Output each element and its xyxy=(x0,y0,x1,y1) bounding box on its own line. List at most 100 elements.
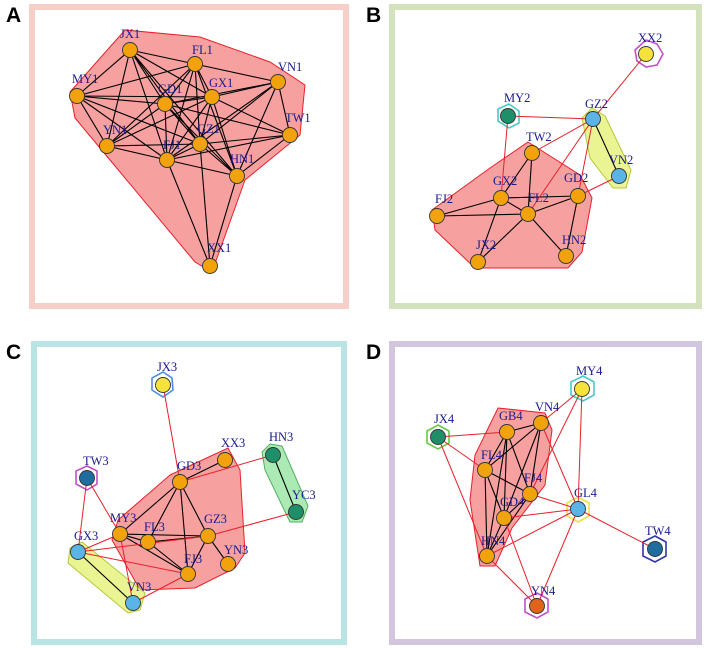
node-jx4[interactable]: JX4 xyxy=(430,412,455,445)
node-gd4[interactable]: GD4 xyxy=(496,495,526,526)
node-gd1[interactable]: GD1 xyxy=(157,82,183,112)
cluster-hull-a xyxy=(69,29,306,273)
node-circle xyxy=(270,74,286,90)
node-label: GD2 xyxy=(564,171,588,185)
node-my4[interactable]: MY4 xyxy=(574,364,604,397)
node-jx1[interactable]: JX1 xyxy=(120,27,140,58)
node-gx3[interactable]: GX3 xyxy=(70,529,99,560)
node-gd3[interactable]: GD3 xyxy=(172,459,202,490)
node-label: VN4 xyxy=(535,400,560,414)
node-yn1[interactable]: YN1 xyxy=(99,123,128,154)
node-xx3[interactable]: XX3 xyxy=(217,436,246,468)
cluster-hull-d-yn xyxy=(524,592,549,619)
edge-GD3-FL3 xyxy=(147,481,181,543)
node-circle xyxy=(647,541,663,557)
panel-frame-d xyxy=(389,341,702,645)
edge-MY3-GZ3 xyxy=(119,533,209,537)
node-hn4[interactable]: HN4 xyxy=(479,534,507,564)
edge-MY1-GD1 xyxy=(76,95,166,105)
node-label: TW3 xyxy=(83,454,109,468)
node-gz1[interactable]: GZ1 xyxy=(192,122,220,152)
node-label: TW2 xyxy=(526,130,552,144)
edge-GL4-HN4 xyxy=(486,508,579,557)
cluster-hull-d-tw xyxy=(642,535,667,563)
node-tw4[interactable]: TW4 xyxy=(645,524,671,557)
node-fl2[interactable]: FL2 xyxy=(520,191,549,222)
node-my1[interactable]: MY1 xyxy=(69,72,99,104)
node-yn3[interactable]: YN3 xyxy=(220,543,249,572)
edge-FJ1-XX1 xyxy=(166,159,211,267)
node-circle xyxy=(493,190,509,206)
node-label: JX4 xyxy=(434,412,455,426)
edge-VN1-FJ1 xyxy=(166,81,279,161)
node-circle xyxy=(187,56,203,72)
node-vn3[interactable]: VN3 xyxy=(125,580,152,611)
node-circle xyxy=(611,168,627,184)
edge-GZ1-XX1 xyxy=(199,143,211,267)
node-tw3[interactable]: TW3 xyxy=(79,454,109,486)
edge-FL2-HN2 xyxy=(527,213,567,257)
node-tw2[interactable]: TW2 xyxy=(524,130,552,161)
node-hn3[interactable]: HN3 xyxy=(265,430,294,463)
node-gz2[interactable]: GZ2 xyxy=(585,97,608,127)
edge-MY1-FJ1 xyxy=(76,95,168,161)
edge-MY3-FJ3 xyxy=(119,533,189,575)
node-xx1[interactable]: XX1 xyxy=(202,241,232,274)
edge-FJ2-FL2 xyxy=(436,213,529,217)
node-label: YN1 xyxy=(103,123,127,137)
node-gx2[interactable]: GX2 xyxy=(493,174,517,206)
cluster-hull-c-hn-yc xyxy=(261,443,309,523)
node-tw1[interactable]: TW1 xyxy=(282,111,311,143)
edge-MY1-GX1 xyxy=(76,95,213,98)
node-circle xyxy=(570,188,586,204)
node-fj1[interactable]: FJ1 xyxy=(159,138,182,168)
node-gl4[interactable]: GL4 xyxy=(570,486,598,517)
node-label: FJ2 xyxy=(435,192,453,206)
node-vn1[interactable]: VN1 xyxy=(270,60,303,90)
node-fl3[interactable]: FL3 xyxy=(140,520,165,550)
node-label: GZ2 xyxy=(585,97,608,111)
node-fl1[interactable]: FL1 xyxy=(187,43,213,72)
node-circle xyxy=(282,127,298,143)
edge-GD1-YN1 xyxy=(106,103,166,147)
node-label: MY2 xyxy=(504,91,530,105)
edge-VN4-GD4 xyxy=(503,422,542,519)
node-circle xyxy=(470,254,486,270)
node-vn2[interactable]: VN2 xyxy=(609,153,633,184)
node-jx2[interactable]: JX2 xyxy=(470,238,497,270)
node-gx1[interactable]: GX1 xyxy=(204,76,234,105)
cluster-hull-d-jx xyxy=(426,424,450,450)
node-fj3[interactable]: FJ3 xyxy=(180,552,203,582)
edge-YN4-GD4 xyxy=(503,517,538,607)
node-circle xyxy=(496,510,512,526)
node-gd2[interactable]: GD2 xyxy=(564,171,588,204)
node-label: GB4 xyxy=(499,409,523,423)
node-circle xyxy=(638,46,654,62)
node-xx2[interactable]: XX2 xyxy=(638,31,662,62)
node-hn1[interactable]: HN1 xyxy=(229,152,255,184)
node-fj4[interactable]: FJ4 xyxy=(522,471,543,502)
node-circle xyxy=(265,447,281,463)
node-circle xyxy=(585,111,601,127)
node-yc3[interactable]: YC3 xyxy=(288,488,316,520)
node-yn4[interactable]: YN4 xyxy=(529,584,557,614)
edge-FL4-GD4 xyxy=(484,469,505,519)
node-label: GD3 xyxy=(177,459,201,473)
node-circle xyxy=(430,429,446,445)
node-fj2[interactable]: FJ2 xyxy=(429,192,454,224)
node-fl4[interactable]: FL4 xyxy=(477,448,503,478)
node-label: VN3 xyxy=(127,580,151,594)
node-circle xyxy=(112,526,128,542)
node-hn2[interactable]: HN2 xyxy=(558,233,587,264)
node-jx3[interactable]: JX3 xyxy=(155,360,178,393)
node-gz3[interactable]: GZ3 xyxy=(200,512,227,544)
node-gb4[interactable]: GB4 xyxy=(499,409,523,440)
edge-FL4-FJ4 xyxy=(484,469,531,495)
node-vn4[interactable]: VN4 xyxy=(533,400,561,431)
node-my3[interactable]: MY3 xyxy=(110,511,136,542)
node-label: HN1 xyxy=(230,152,254,166)
edge-GL4-FJ4 xyxy=(529,493,579,510)
edge-FL1-GD1 xyxy=(164,63,196,105)
node-my2[interactable]: MY2 xyxy=(500,91,531,124)
